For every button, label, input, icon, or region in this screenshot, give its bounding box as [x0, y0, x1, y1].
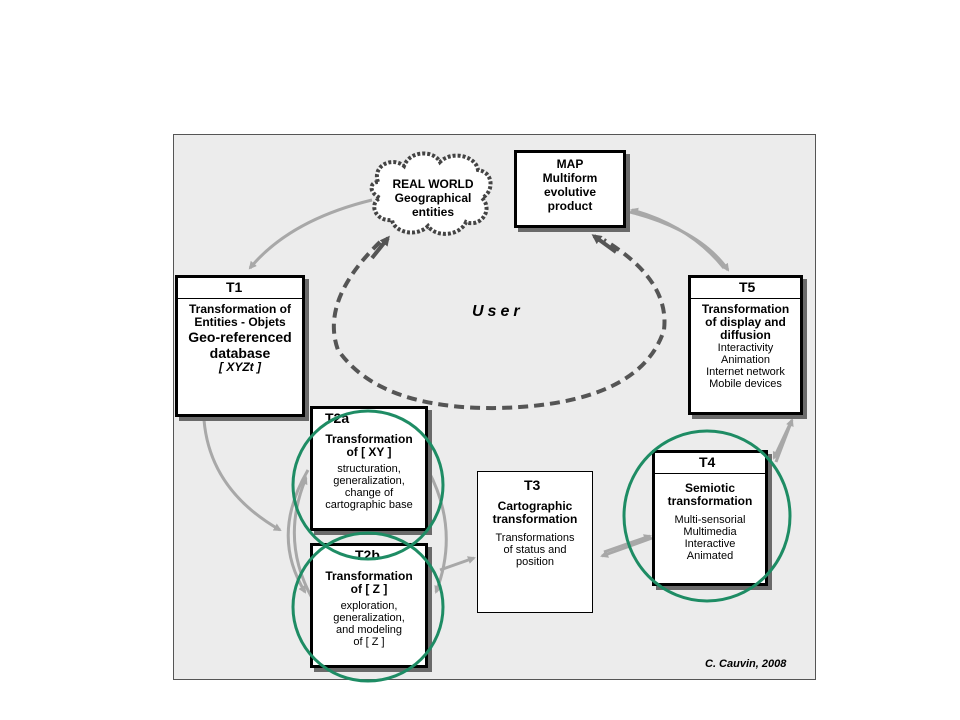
t2a-line1: Transformation — [325, 432, 413, 446]
arrow-t2b-to-t2a-left — [292, 476, 314, 599]
t4-header: T4 — [655, 453, 765, 474]
real-world-line3: entities — [411, 205, 454, 219]
user-loop-arrowhead-left — [370, 235, 390, 260]
t4-box: T4 Semiotic transformation Multi-sensori… — [652, 450, 768, 586]
t2a-detail1: structuration, — [337, 463, 401, 475]
t5-detail3: Internet network — [706, 366, 785, 378]
map-box: MAP Multiform evolutive product — [514, 150, 626, 228]
arrow-realworld-to-t1 — [248, 198, 373, 270]
real-world-line2: Geographical — [394, 191, 472, 205]
t2a-detail4: cartographic base — [325, 499, 413, 511]
user-loop-arrowhead-right — [591, 234, 618, 254]
t1-line5: [ XYZt ] — [219, 360, 261, 374]
arrow-t1-to-t2a — [202, 419, 282, 532]
t2b-detail2: generalization, — [333, 612, 405, 624]
t5-detail1: Interactivity — [717, 342, 774, 354]
t1-box: T1 Transformation of Entities - Objets G… — [175, 275, 305, 417]
t1-line4: database — [209, 345, 271, 361]
arrow-t3-to-t4 — [603, 534, 652, 554]
t3-line1: Cartographic — [497, 499, 573, 513]
t1-header: T1 — [178, 278, 302, 299]
t5-header: T5 — [691, 278, 800, 299]
t1-line3: Geo-referenced — [188, 329, 292, 345]
t2a-line2: of [ XY ] — [346, 445, 392, 459]
t1-line2: Entities - Objets — [194, 315, 286, 329]
t2b-detail3: and modeling — [335, 624, 403, 636]
t2b-detail4: of [ Z ] — [353, 636, 385, 648]
real-world-label: REAL WORLD Geographical entities — [378, 177, 488, 219]
arrow-t2b-to-t3 — [439, 556, 476, 572]
t5-detail2: Animation — [721, 354, 770, 366]
highlight-circle-t2a — [291, 409, 445, 561]
user-loop-path — [331, 238, 667, 411]
map-title: MAP — [556, 157, 584, 171]
t3-box: T3 Cartographic transformation Transform… — [477, 471, 593, 613]
t5-box: T5 Transformation of display and diffusi… — [688, 275, 803, 415]
t2b-detail1: exploration, — [340, 600, 398, 612]
t2a-detail2: generalization, — [333, 475, 405, 487]
map-line2: evolutive — [543, 185, 597, 199]
t1-line1: Transformation of — [188, 302, 291, 316]
t4-line1: Semiotic — [684, 481, 735, 495]
t4-detail3: Interactive — [684, 538, 736, 550]
t4-detail1: Multi-sensorial — [674, 514, 746, 526]
t4-detail2: Multimedia — [683, 526, 737, 538]
t2a-box: T2a Transformation of [ XY ] structurati… — [310, 406, 428, 531]
t3-line2: transformation — [492, 512, 578, 526]
t2a-detail3: change of — [344, 487, 394, 499]
highlight-circle-t4 — [622, 429, 792, 603]
map-line1: Multiform — [542, 171, 598, 185]
real-world-line1: REAL WORLD — [392, 177, 474, 191]
t5-line3: diffusion — [720, 328, 771, 342]
highlight-circle-t2b — [291, 531, 445, 683]
t5-line1: Transformation — [701, 302, 790, 316]
t3-detail1: Transformations — [495, 532, 575, 544]
t3-header: T3 — [524, 477, 541, 493]
credit-label: C. Cauvin, 2008 — [705, 658, 787, 670]
t4-line2: transformation — [667, 494, 753, 508]
t3-detail3: position — [516, 556, 554, 568]
arrow-t5-to-t4 — [772, 423, 792, 460]
t4-detail4: Animated — [686, 550, 734, 562]
arrow-t2a-to-t2b-right — [426, 469, 448, 594]
t3-detail2: of status and — [503, 544, 567, 556]
t5-detail4: Mobile devices — [709, 378, 782, 390]
arrow-t5-to-map — [630, 207, 726, 269]
t5-line2: of display and — [705, 315, 786, 329]
t2b-box: T2b Transformation of [ Z ] exploration,… — [310, 543, 428, 668]
t2b-line1: Transformation — [325, 569, 413, 583]
t2b-line2: of [ Z ] — [350, 582, 388, 596]
real-world-cloud-shape — [369, 151, 493, 236]
user-label: User — [472, 303, 524, 320]
map-line3: product — [547, 199, 593, 213]
